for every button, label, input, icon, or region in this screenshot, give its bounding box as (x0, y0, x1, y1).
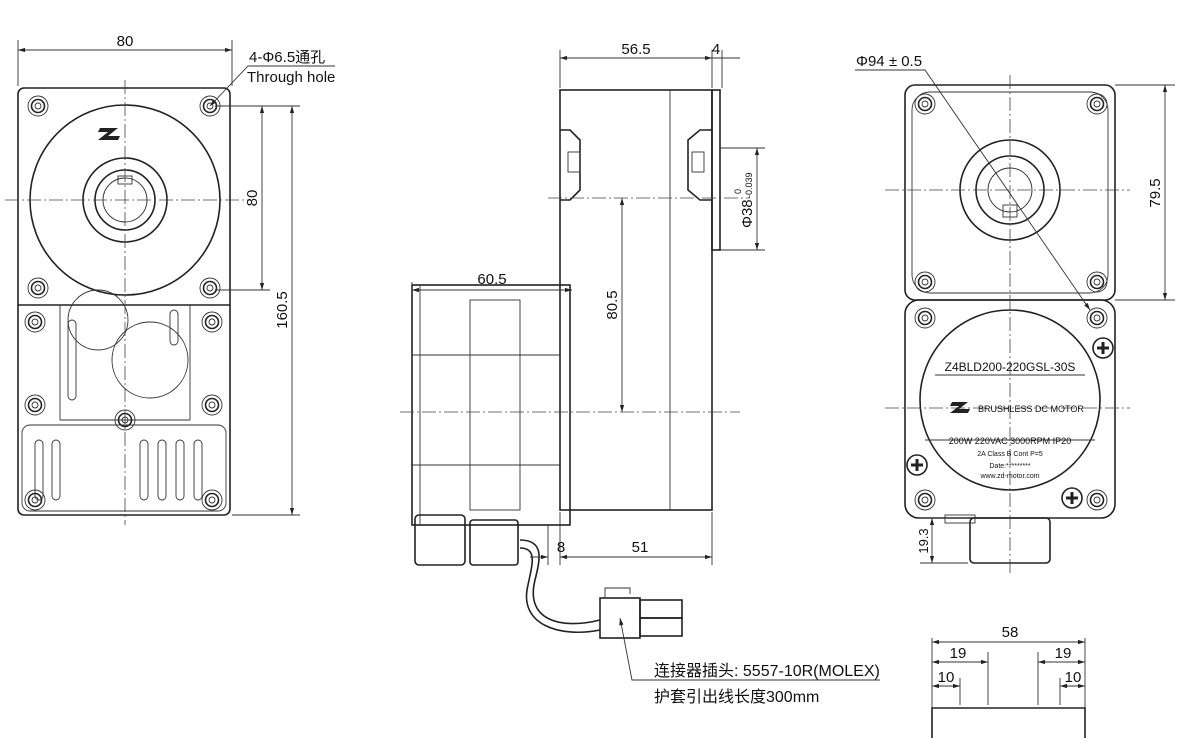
svg-text:0: 0 (733, 189, 743, 194)
dim-pilot-diameter: Φ38 0 -0.039 (733, 172, 756, 228)
dim-10-left: 10 (938, 669, 955, 686)
side-view: 56.5 4 60.5 80.5 Φ38 0 -0.039 8 51 连接器插头… (400, 41, 880, 706)
dim-gearbox-length: 56.5 (621, 41, 650, 58)
front-view: 80 80 160.5 4-Φ6.5通孔 Through hole (5, 33, 335, 525)
dim-circle: Φ94 ± 0.5 (856, 53, 922, 70)
zd-logo-icon (950, 402, 970, 413)
rear-view: Z4BLD200-220GSL-30S BRUSHLESS DC MOTOR 2… (855, 53, 1175, 738)
dim-hole-spacing: 80 (244, 190, 261, 207)
dim-shaft-offset: 80.5 (604, 290, 621, 319)
dim-19-left: 19 (950, 645, 967, 662)
hole-callout: 4-Φ6.5通孔 (249, 49, 325, 66)
dim-8: 8 (557, 539, 565, 556)
hole-callout-en: Through hole (247, 69, 335, 86)
dim-19-right: 19 (1055, 645, 1072, 662)
dim-79-5: 79.5 (1147, 178, 1164, 207)
dim-flange: 4 (712, 41, 720, 58)
nameplate-title: BRUSHLESS DC MOTOR (978, 404, 1084, 414)
nameplate-spec1: 200W 220VAC 3000RPM IP20 (949, 436, 1071, 446)
connector-note: 连接器插头: 5557-10R(MOLEX) (654, 662, 880, 680)
zd-logo-icon (98, 128, 120, 140)
dim-51: 51 (632, 539, 649, 556)
dim-58: 58 (1002, 624, 1019, 641)
nameplate-spec2: 2A Class B Cont P=5 (977, 451, 1043, 458)
svg-text:Φ38: Φ38 (739, 199, 756, 228)
model-number: Z4BLD200-220GSL-30S (945, 360, 1076, 374)
motor-nameplate: Z4BLD200-220GSL-30S BRUSHLESS DC MOTOR 2… (945, 360, 1085, 480)
dim-19-3: 19.3 (916, 528, 931, 553)
dim-10-right: 10 (1065, 669, 1082, 686)
svg-text:-0.039: -0.039 (744, 172, 754, 198)
dim-front-height: 160.5 (274, 291, 291, 329)
dim-front-width: 80 (117, 33, 134, 50)
nameplate-web: www.zd-motor.com (979, 473, 1039, 480)
nameplate-date: Date:********* (989, 463, 1031, 470)
lead-note: 护套引出线长度300mm (654, 688, 819, 706)
dim-motor-length: 60.5 (477, 271, 506, 288)
